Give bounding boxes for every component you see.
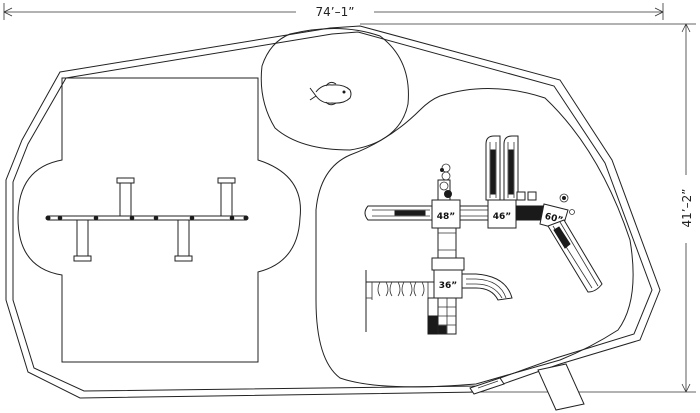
height-dimension-label: 41’–2” [680, 189, 694, 228]
play-structure: 48” 46” [364, 135, 603, 335]
swing-set [45, 177, 249, 262]
entry-ramp [469, 363, 585, 411]
deck-36-d: 36” [433, 269, 463, 299]
deck-46-b-label: 46” [493, 212, 511, 222]
spring-rider-area [260, 28, 409, 151]
step-panel [427, 297, 457, 335]
height-dimension: 41’–2” [360, 23, 696, 393]
curved-slide [461, 273, 513, 301]
fish-spring-rider-icon [309, 81, 352, 106]
arch-climber [365, 270, 434, 332]
site-boundary [5, 25, 661, 399]
width-dimension: 74’–1” [3, 2, 664, 20]
swing-area [17, 77, 301, 363]
play-structure-area [315, 87, 634, 388]
deck-48-a-label: 48” [437, 212, 455, 222]
deck-36-d-label: 36” [439, 281, 457, 291]
width-dimension-label: 74’–1” [316, 5, 355, 19]
climber [437, 163, 452, 201]
right-slide [547, 219, 603, 293]
left-slide [364, 205, 433, 221]
deck-48-a: 48” [431, 199, 461, 229]
deck-46-b: 46” [487, 199, 517, 229]
top-slides [485, 135, 519, 201]
